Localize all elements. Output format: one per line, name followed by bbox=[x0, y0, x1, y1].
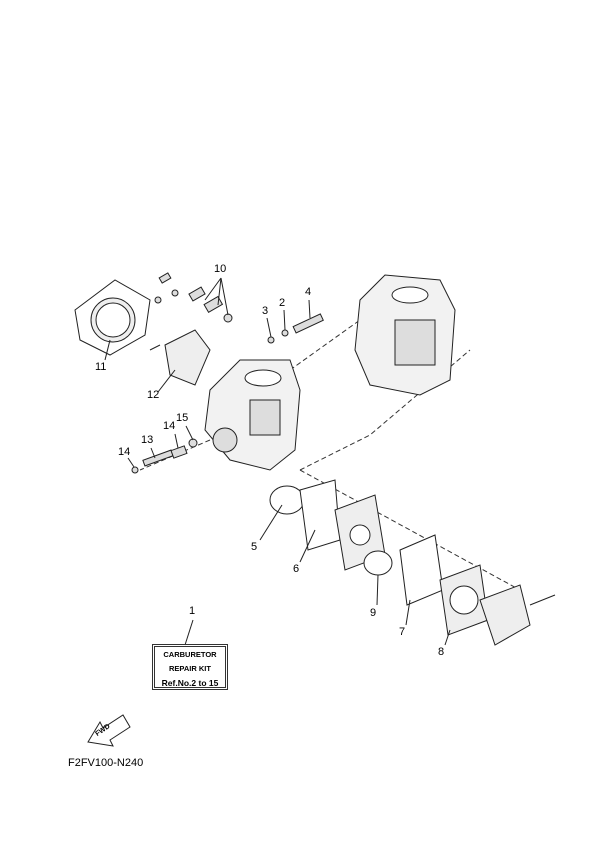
leader-lines bbox=[104, 277, 451, 646]
accelerator-pump bbox=[149, 329, 211, 386]
callout-11: 11 bbox=[95, 361, 107, 373]
assembly-lines bbox=[139, 319, 521, 591]
callout-9: 9 bbox=[370, 607, 377, 619]
callout-4: 4 bbox=[305, 286, 312, 298]
callout-14a: 14 bbox=[163, 420, 176, 432]
callout-14b: 14 bbox=[118, 446, 131, 458]
kit-line-3: Ref.No.2 to 15 bbox=[161, 678, 219, 688]
carburetor-body-front bbox=[204, 359, 301, 471]
callout-1: 1 bbox=[189, 605, 196, 617]
callout-7: 7 bbox=[399, 626, 406, 638]
callout-2: 2 bbox=[279, 297, 286, 309]
small-parts-10 bbox=[154, 272, 233, 323]
callout-12: 12 bbox=[147, 389, 160, 401]
fwd-arrow bbox=[87, 714, 131, 747]
callout-10: 10 bbox=[214, 263, 227, 275]
callout-6: 6 bbox=[293, 563, 300, 575]
jets bbox=[267, 313, 324, 344]
pilot-screw bbox=[131, 438, 198, 474]
kit-line-2: REPAIR KIT bbox=[169, 664, 211, 673]
callout-8: 8 bbox=[438, 646, 445, 658]
callout-5: 5 bbox=[251, 541, 258, 553]
carburetor-body-rear bbox=[354, 274, 456, 396]
callout-3: 3 bbox=[262, 305, 269, 317]
callout-13: 13 bbox=[141, 434, 154, 446]
kit-line-1: CARBURETOR bbox=[163, 650, 217, 659]
callout-15: 15 bbox=[176, 412, 189, 424]
diaphragm-cover bbox=[74, 279, 151, 356]
figure-code: F2FV100-N240 bbox=[68, 757, 144, 769]
gaskets bbox=[269, 479, 556, 646]
repair-kit-box: CARBURETOR REPAIR KIT Ref.No.2 to 15 bbox=[152, 644, 228, 690]
